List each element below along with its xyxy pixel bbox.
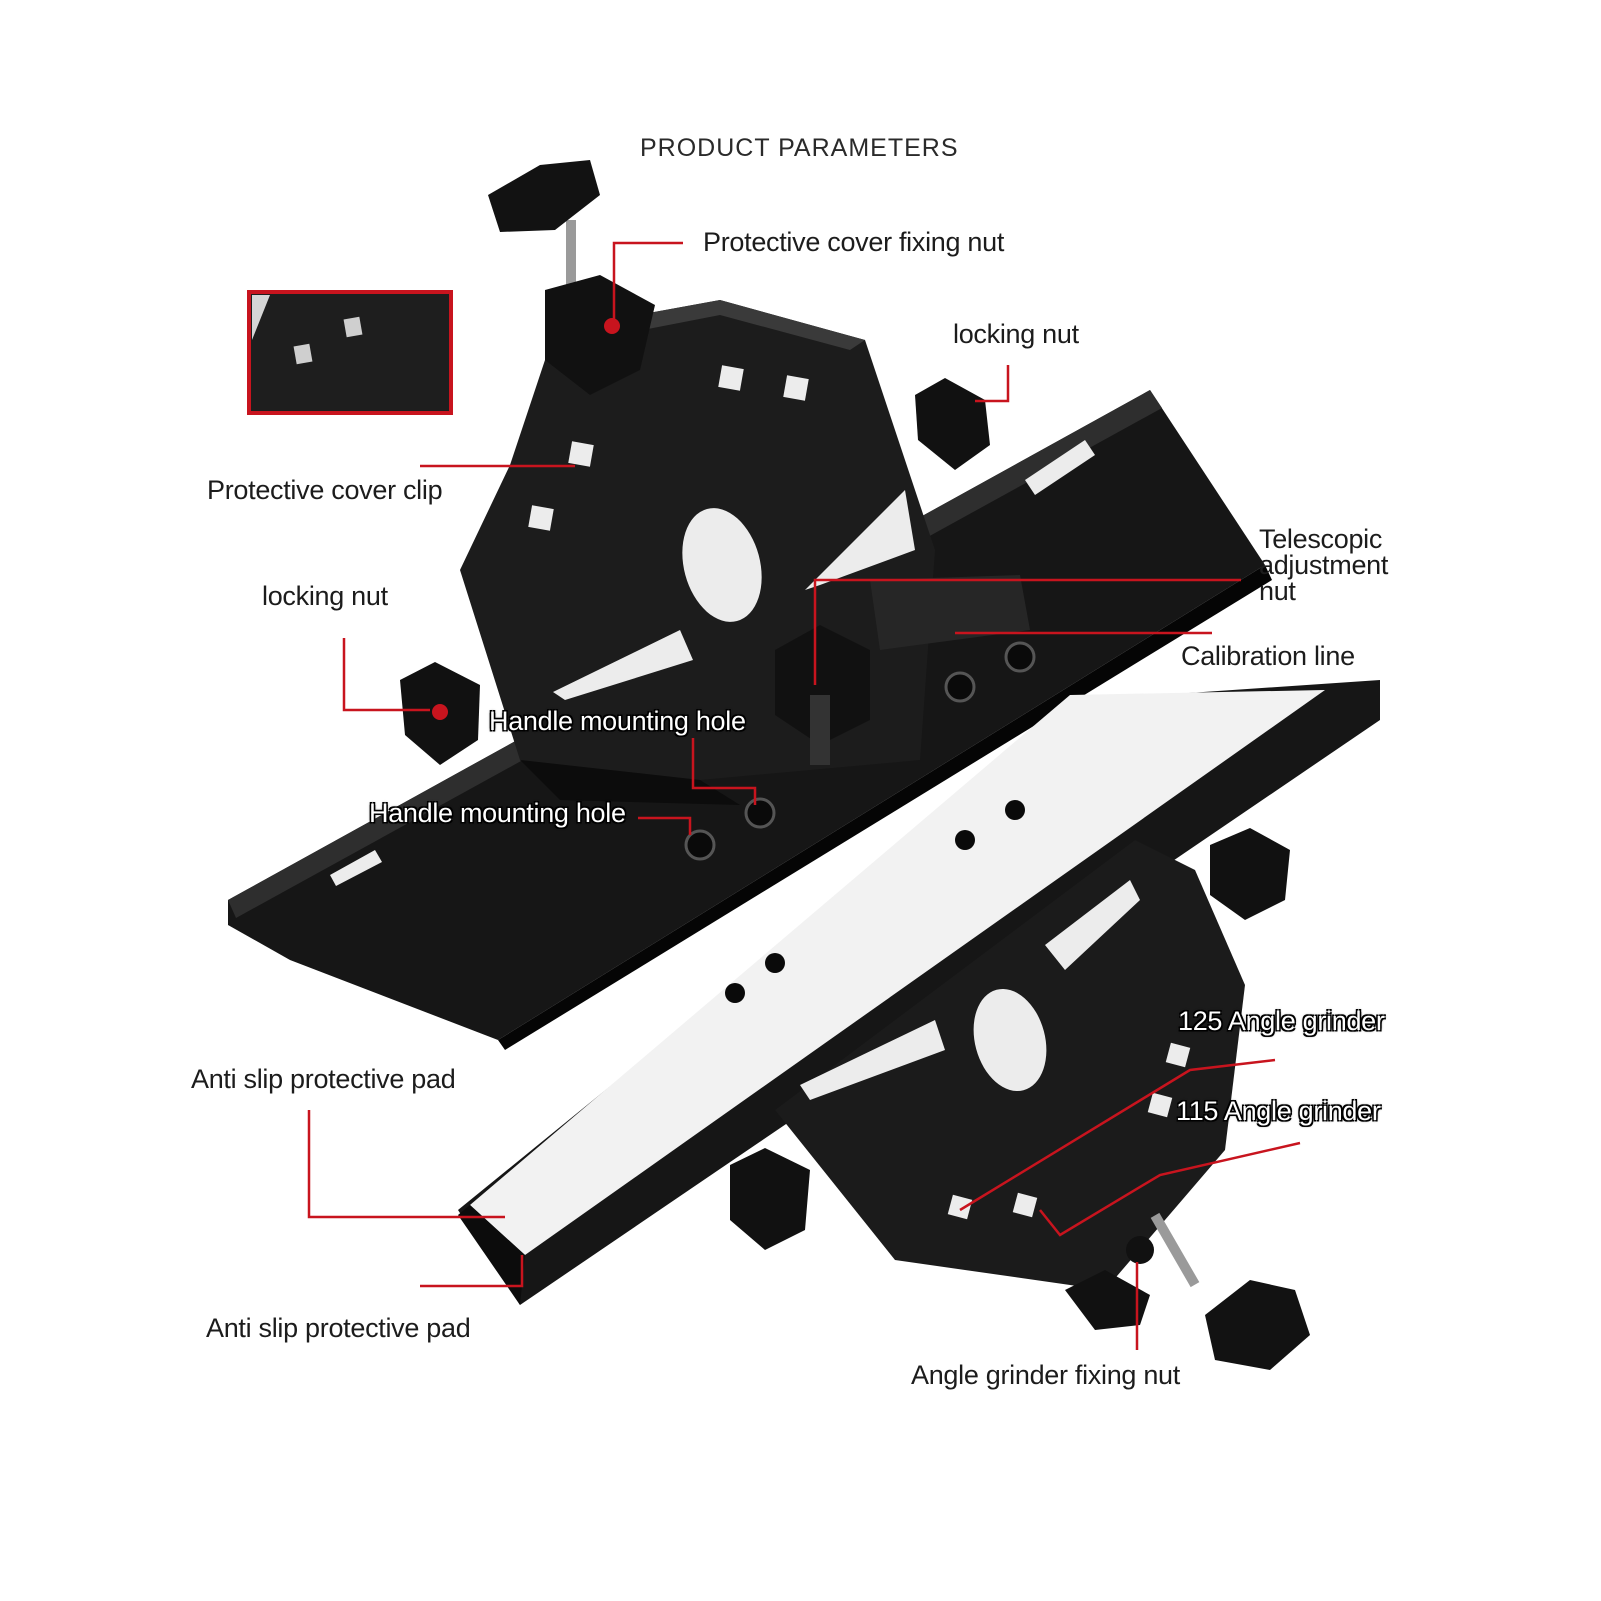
clip-detail-inset — [247, 290, 453, 415]
protective-cover-fixing-knob — [488, 160, 655, 395]
lower-bracket — [458, 680, 1380, 1370]
telescopic-line-3: nut — [1259, 576, 1296, 606]
page-title: PRODUCT PARAMETERS — [640, 134, 959, 162]
label-anti-slip-pad-lower: Anti slip protective pad — [206, 1313, 471, 1343]
locking-knob-top — [915, 378, 990, 470]
leader-115-angle-grinder — [1039, 1141, 1301, 1237]
label-protective-cover-fixing-nut: Protective cover fixing nut — [703, 227, 1005, 257]
locking-knob-left — [400, 662, 480, 765]
lower-base-plate — [458, 680, 1380, 1305]
leader-125-angle-grinder — [959, 1058, 1276, 1212]
label-locking-nut-top: locking nut — [953, 319, 1079, 349]
label-locking-nut-left: locking nut — [262, 581, 388, 611]
leader-handle-mounting-hole-upper — [691, 738, 757, 805]
leader-protective-cover-fixing-nut — [612, 241, 683, 320]
angle-grinder-fixing-screw — [1126, 1212, 1310, 1370]
telescopic-line-1: Telescopic — [1259, 524, 1383, 554]
telescopic-knob — [775, 625, 870, 765]
label-anti-slip-pad-upper: Anti slip protective pad — [191, 1064, 456, 1094]
leader-lines — [307, 241, 1301, 1350]
leader-locking-nut-top — [975, 365, 1010, 403]
label-telescopic-adjustment-nut: Telescopic adjustment nut — [1259, 524, 1389, 606]
lower-anti-slip-pad — [470, 690, 1325, 1255]
label-115-angle-grinder: 115 Angle grinder — [1176, 1096, 1381, 1126]
leader-locking-nut-left — [342, 638, 430, 712]
leader-anti-slip-pad-lower — [420, 1255, 524, 1288]
upper-bracket — [228, 160, 1272, 1050]
leader-anti-slip-pad-upper — [307, 1110, 505, 1219]
label-angle-grinder-fixing-nut: Angle grinder fixing nut — [911, 1360, 1180, 1390]
label-125-angle-grinder: 125 Angle grinder — [1178, 1006, 1385, 1036]
label-calibration-line: Calibration line — [1181, 641, 1355, 671]
leader-handle-mounting-hole-lower — [638, 816, 692, 835]
label-protective-cover-clip: Protective cover clip — [207, 475, 443, 505]
label-handle-mounting-hole-lower: Handle mounting hole — [369, 798, 626, 828]
leader-telescopic-adjustment-nut — [813, 578, 1241, 685]
telescopic-line-2: adjustment — [1259, 550, 1389, 580]
label-handle-mounting-hole-upper: Handle mounting hole — [489, 706, 746, 736]
